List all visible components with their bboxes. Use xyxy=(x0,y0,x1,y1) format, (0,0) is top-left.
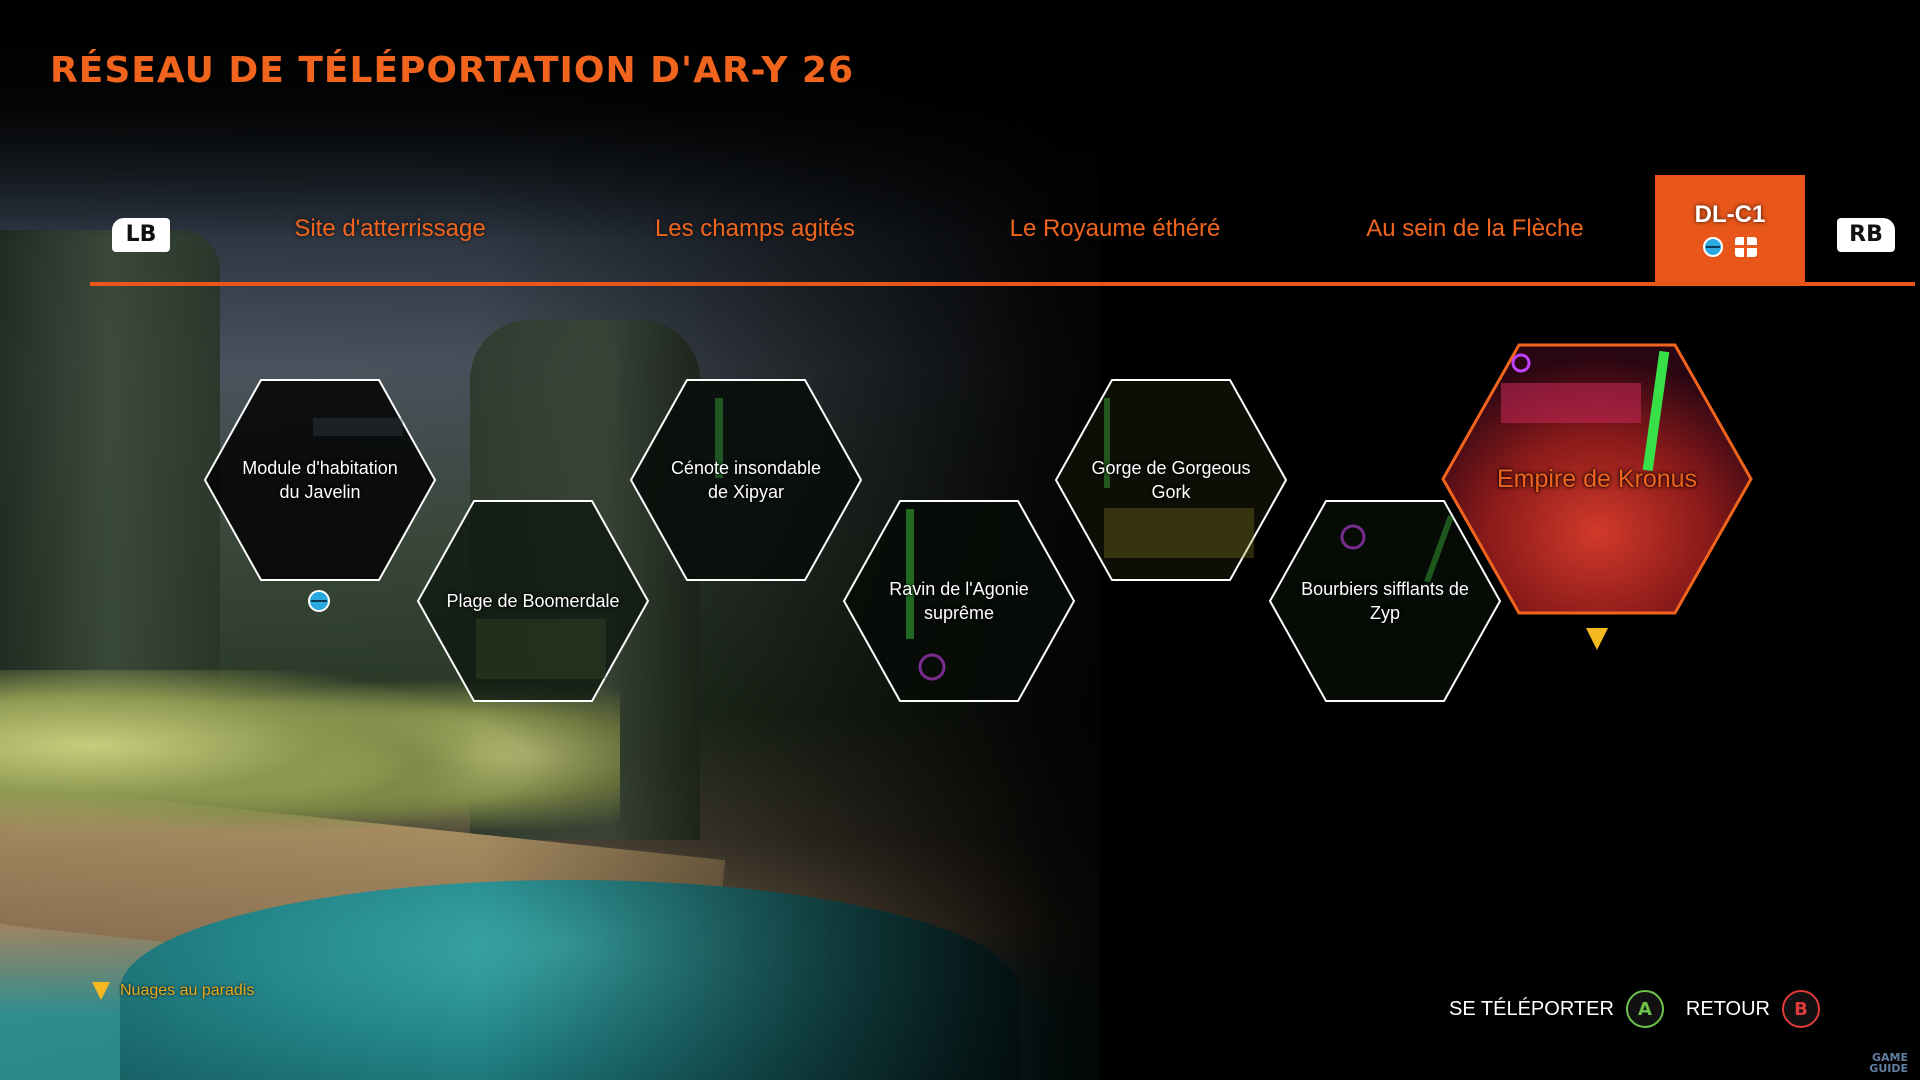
tab-label: Le Royaume éthéré xyxy=(1009,214,1221,242)
rb-bumper-button[interactable]: RB xyxy=(1837,218,1895,252)
tab-label: DL-C1 xyxy=(1694,200,1766,228)
location-hex-boomerdale[interactable]: Plage de Boomerdale xyxy=(416,499,650,703)
tab-champs-agites[interactable]: Les champs agités xyxy=(600,175,910,282)
tab-label: Au sein de la Flèche xyxy=(1366,214,1584,242)
blue-bolt-icon xyxy=(308,590,330,612)
lb-bumper-button[interactable]: LB xyxy=(112,218,170,252)
current-location: Nuages au paradis xyxy=(92,982,254,1000)
location-label: Empire de Kronus xyxy=(1496,465,1698,493)
hex-frame xyxy=(1441,343,1753,615)
teleport-prompt[interactable]: SE TÉLÉPORTER A xyxy=(1449,990,1664,1028)
location-hex-kronus-selected[interactable]: Empire de Kronus xyxy=(1441,343,1753,615)
location-label: Cénote insondable de Xipyar xyxy=(670,458,822,502)
tab-sein-fleche[interactable]: Au sein de la Flèche xyxy=(1320,175,1630,282)
chest-icon xyxy=(1735,236,1757,257)
location-label: Ravin de l'Agonie suprême xyxy=(889,579,1029,623)
blue-bolt-icon xyxy=(1703,236,1723,257)
teleport-label: SE TÉLÉPORTER xyxy=(1449,997,1614,1020)
hex-frame xyxy=(1054,379,1288,581)
tab-site-atterrissage[interactable]: Site d'atterrissage xyxy=(240,175,540,282)
tab-label: Site d'atterrissage xyxy=(294,214,486,242)
location-hex-zyp[interactable]: Bourbiers sifflants de Zyp xyxy=(1268,499,1502,703)
tab-royaume-ethere[interactable]: Le Royaume éthéré xyxy=(960,175,1270,282)
location-label: Bourbiers sifflants de Zyp xyxy=(1301,579,1469,623)
button-prompts: SE TÉLÉPORTER A RETOUR B xyxy=(1449,990,1820,1028)
planet-tab-bar: LB Site d'atterrissage Les champs agités… xyxy=(90,175,1915,286)
back-label: RETOUR xyxy=(1685,997,1770,1020)
location-label: Plage de Boomerdale xyxy=(446,591,620,611)
tab-label: Les champs agités xyxy=(654,214,856,242)
location-label: Gorge de Gorgeous Gork xyxy=(1091,458,1251,502)
hex-frame xyxy=(203,379,437,581)
current-location-label: Nuages au paradis xyxy=(120,982,255,999)
location-hex-javelin[interactable]: Module d'habitation du Javelin xyxy=(203,378,437,582)
hex-frame xyxy=(842,500,1076,702)
gold-waypoint-icon xyxy=(1586,628,1608,650)
location-hex-gork[interactable]: Gorge de Gorgeous Gork xyxy=(1054,378,1288,582)
location-hex-agonie[interactable]: Ravin de l'Agonie suprême xyxy=(842,499,1076,703)
back-prompt[interactable]: RETOUR B xyxy=(1686,990,1820,1028)
page-title: RÉSEAU DE TÉLÉPORTATION D'AR-Y 26 xyxy=(50,50,855,91)
gold-waypoint-icon xyxy=(92,982,110,1000)
location-hex-xipyar[interactable]: Cénote insondable de Xipyar xyxy=(629,378,863,582)
a-button-icon: A xyxy=(1625,990,1664,1028)
hex-frame xyxy=(416,500,650,702)
b-button-icon: B xyxy=(1782,990,1820,1028)
top-fade-overlay xyxy=(0,0,1920,240)
hex-frame xyxy=(629,379,863,581)
tab-underline xyxy=(90,282,1915,286)
location-label: Module d'habitation du Javelin xyxy=(242,458,398,502)
tab-dl-c1[interactable]: DL-C1 xyxy=(1655,175,1805,282)
hex-frame xyxy=(1268,500,1502,702)
